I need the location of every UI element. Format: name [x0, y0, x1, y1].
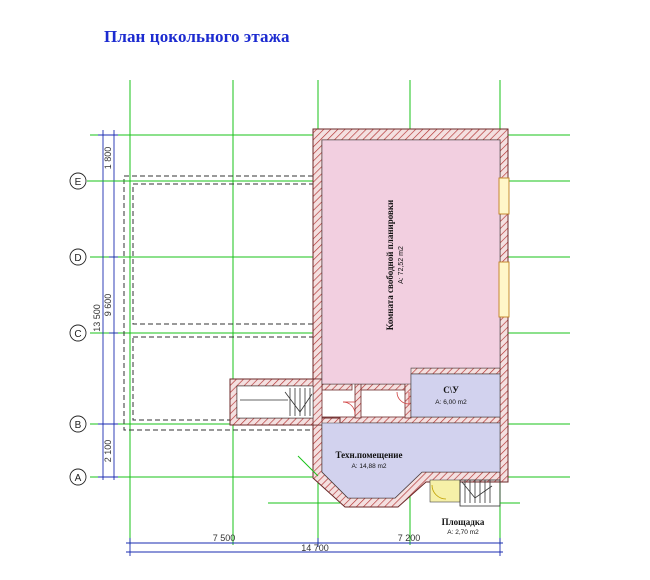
door-swing — [431, 484, 447, 500]
vertical-dimensions — [98, 130, 118, 480]
free-room-name: Комната свободной планировки — [385, 200, 395, 330]
axis-label-e: E — [75, 177, 82, 188]
interior-wall-horizontal — [321, 383, 353, 391]
horizontal-dimension-labels: 7 500 7 200 14 700 — [213, 533, 421, 553]
plan-title: План цокольного этажа — [104, 27, 290, 46]
interior-wall-vertical — [354, 383, 362, 419]
free-room-fill — [321, 139, 501, 385]
staircase-exterior — [459, 479, 501, 507]
leader-lines — [268, 455, 520, 504]
horizontal-dimensions — [126, 538, 503, 556]
dim-left-horizontal: 7 500 — [213, 533, 236, 543]
wc-fill — [410, 373, 501, 418]
vertical-dimension-labels: 13 500 1 800 9 600 2 100 — [92, 147, 113, 463]
axis-label-d: D — [74, 253, 81, 264]
doors — [342, 391, 447, 500]
dim-lower-vertical: 2 100 — [103, 440, 113, 463]
landing-area: A: 2,70 m2 — [447, 529, 479, 536]
dim-upper-vertical: 1 800 — [103, 147, 113, 170]
room-labels: Комната свободной планировки A: 72,52 m2… — [335, 200, 484, 536]
axis-marker-a: A — [69, 468, 87, 486]
dim-right-horizontal: 7 200 — [398, 533, 421, 543]
room-fills — [236, 139, 501, 503]
axis-label-a: A — [75, 473, 82, 484]
staircase — [240, 388, 313, 416]
window — [498, 261, 510, 318]
wc-name: С\У — [443, 385, 459, 395]
tech-room-name: Техн.помещение — [335, 450, 402, 460]
interior-wall-horizontal — [404, 367, 501, 375]
landing-name: Площадка — [442, 517, 485, 527]
free-room-area: A: 72,52 m2 — [398, 246, 405, 284]
door-swing — [396, 391, 410, 405]
tech-room-area: A: 14,88 m2 — [351, 463, 386, 470]
axis-marker-d: D — [69, 248, 87, 266]
tech-room-fill — [321, 422, 501, 499]
axis-marker-e: E — [69, 172, 130, 190]
axis-marker-b: B — [69, 415, 87, 433]
axis-label-c: C — [74, 329, 81, 340]
wc-area: A: 6,00 m2 — [435, 399, 467, 406]
windows — [498, 177, 510, 318]
axis-markers: E D C B A — [69, 172, 130, 486]
dim-total-horizontal: 14 700 — [301, 543, 329, 553]
dim-middle-vertical: 9 600 — [103, 294, 113, 317]
axis-label-b: B — [75, 420, 82, 431]
door-swing — [342, 401, 356, 415]
stair-area-fill — [236, 385, 314, 419]
window — [498, 177, 510, 215]
stair-block-wall — [312, 378, 323, 426]
axis-marker-c: C — [69, 324, 87, 342]
interior-wall-horizontal — [359, 383, 406, 391]
dim-total-vertical: 13 500 — [92, 304, 102, 332]
